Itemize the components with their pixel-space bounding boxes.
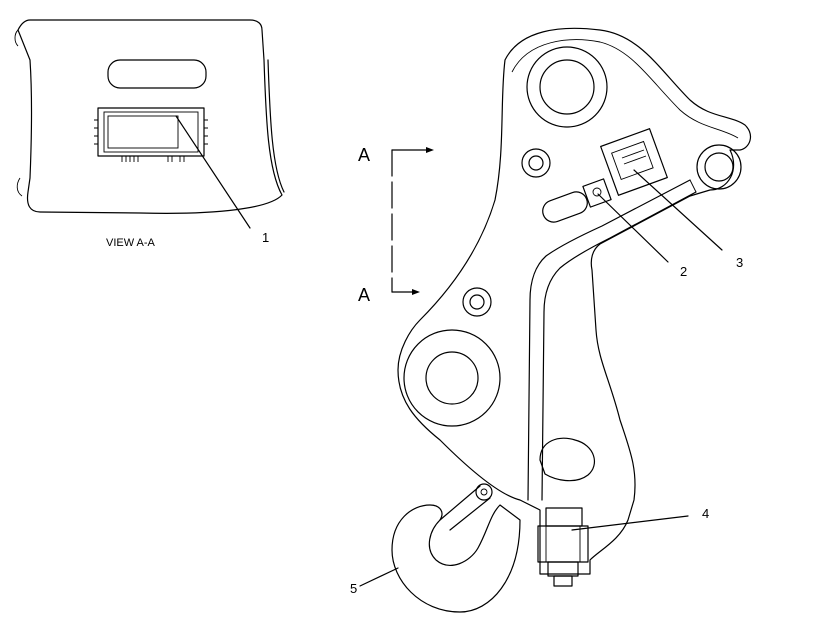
callout-1: 1	[175, 115, 269, 245]
callout-2: 2	[597, 193, 687, 279]
callout-5-label: 5	[350, 581, 357, 596]
view-a-a-inset	[14, 19, 285, 214]
callout-4: 4	[571, 506, 709, 531]
section-marker-bottom: A	[358, 285, 370, 305]
callout-4-label: 4	[702, 506, 709, 521]
main-bracket	[397, 27, 752, 587]
hook	[391, 483, 521, 613]
callout-2-label: 2	[680, 264, 687, 279]
callout-5: 5	[350, 567, 399, 596]
view-label: VIEW A-A	[106, 237, 156, 249]
decal-2	[582, 178, 612, 208]
section-line: A A	[358, 145, 434, 305]
callout-3: 3	[633, 169, 743, 270]
callout-1-label: 1	[262, 230, 269, 245]
decal-3	[600, 128, 668, 196]
section-marker-top: A	[358, 145, 370, 165]
callout-3-label: 3	[736, 255, 743, 270]
